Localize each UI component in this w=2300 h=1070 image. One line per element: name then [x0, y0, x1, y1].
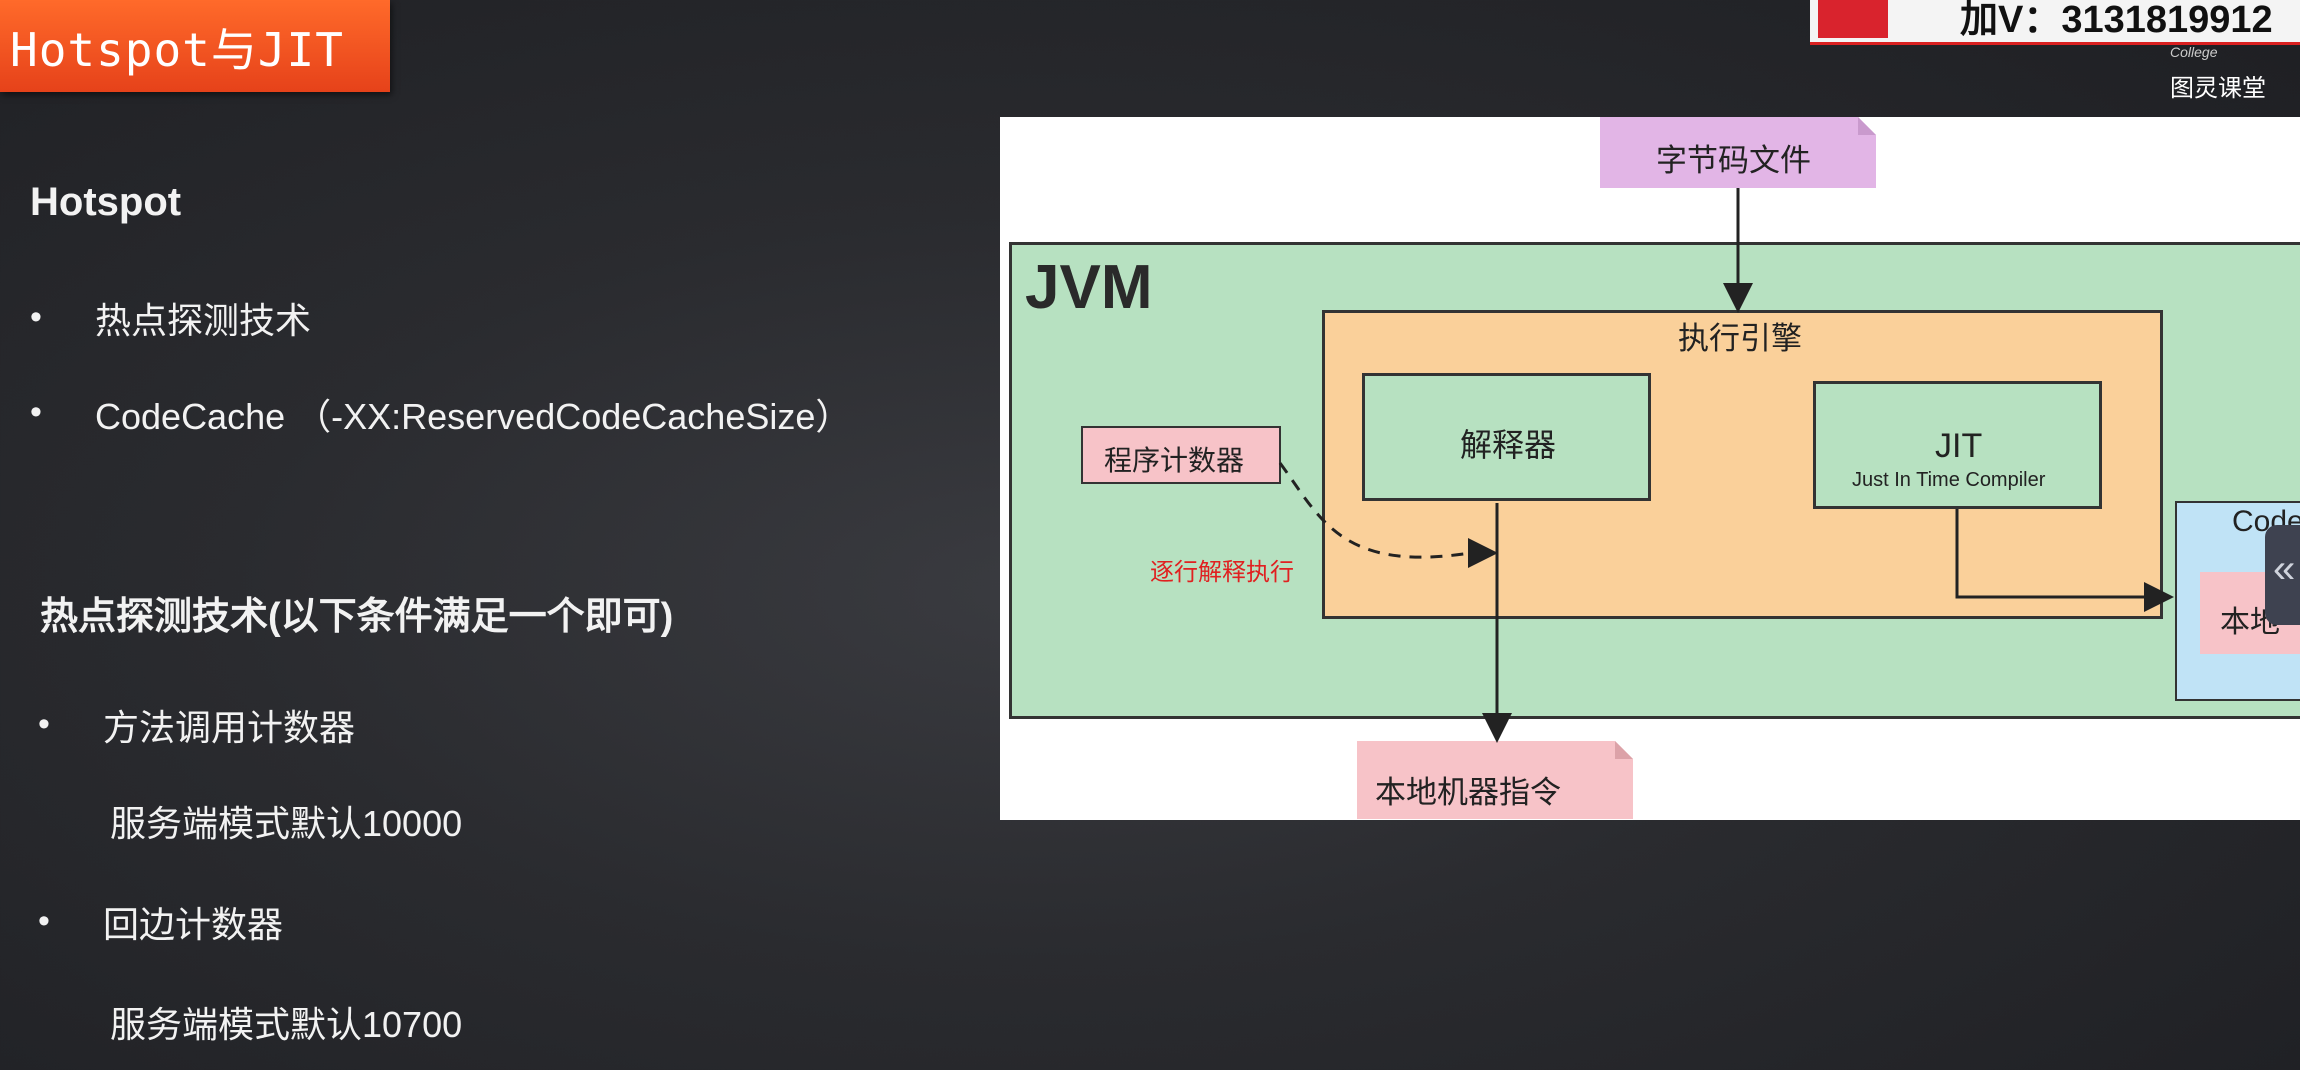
slide-title-tag: Hotspot与JIT	[0, 0, 390, 92]
native-instructions-label: 本地机器指令	[1375, 775, 1561, 810]
jit-subtitle: Just In Time Compiler	[1852, 469, 2046, 491]
section-heading-conditions: 热点探测技术(以下条件满足一个即可)	[40, 596, 674, 638]
bullet-glyph: •	[38, 902, 50, 940]
bullet-method-counter: 方法调用计数器	[103, 707, 356, 748]
program-counter-box	[1081, 426, 1281, 484]
watermark-college: College	[2170, 44, 2218, 60]
double-chevron-left-icon: «	[2273, 547, 2296, 591]
arrow-counter-to-interpreter	[1278, 462, 1498, 568]
watermark-logo-block	[1818, 0, 1888, 38]
bullet-hotspot-detection: 热点探测技术	[95, 300, 312, 341]
diagram-arrows	[1278, 188, 2174, 743]
jit-box	[1813, 381, 2102, 509]
interpreter-label: 解释器	[1460, 427, 1557, 463]
jvm-label: JVM	[1025, 253, 1153, 322]
backedge-counter-default: 服务端模式默认10700	[110, 1004, 463, 1045]
jit-label: JIT	[1935, 427, 1983, 465]
side-panel-toggle[interactable]: «	[2265, 525, 2300, 625]
program-counter-label: 程序计数器	[1104, 445, 1245, 476]
jvm-diagram: JVM 执行引擎 解释器 JIT Just In Time Compiler 程…	[1000, 117, 2300, 820]
execution-engine-label: 执行引擎	[1678, 321, 1802, 356]
interpreter-box	[1362, 373, 1651, 501]
section-heading-hotspot: Hotspot	[30, 180, 182, 224]
native-instructions-shape	[1357, 741, 1633, 819]
bullet-glyph: •	[38, 705, 50, 743]
arrow-jit-to-codecache	[1955, 509, 2174, 612]
watermark-contact: 加V：3131819912	[1960, 0, 2273, 41]
watermark-brand: 图灵课堂	[2170, 75, 2266, 102]
bullet-glyph: •	[30, 393, 42, 431]
watermark: 加V：3131819912 College 图灵课堂	[1810, 0, 2300, 102]
watermark-banner	[1810, 0, 2300, 45]
method-counter-default: 服务端模式默认10000	[110, 803, 463, 844]
slide-title: Hotspot与JIT	[10, 23, 344, 77]
bullet-codecache: CodeCache （-XX:ReservedCodeCacheSize）	[95, 396, 852, 437]
bullet-backedge-counter: 回边计数器	[103, 904, 284, 945]
bullet-glyph: •	[30, 298, 42, 336]
bytecode-file-label: 字节码文件	[1656, 143, 1811, 178]
bytecode-file-shape	[1600, 117, 1876, 188]
line-by-line-label: 逐行解释执行	[1150, 559, 1294, 586]
